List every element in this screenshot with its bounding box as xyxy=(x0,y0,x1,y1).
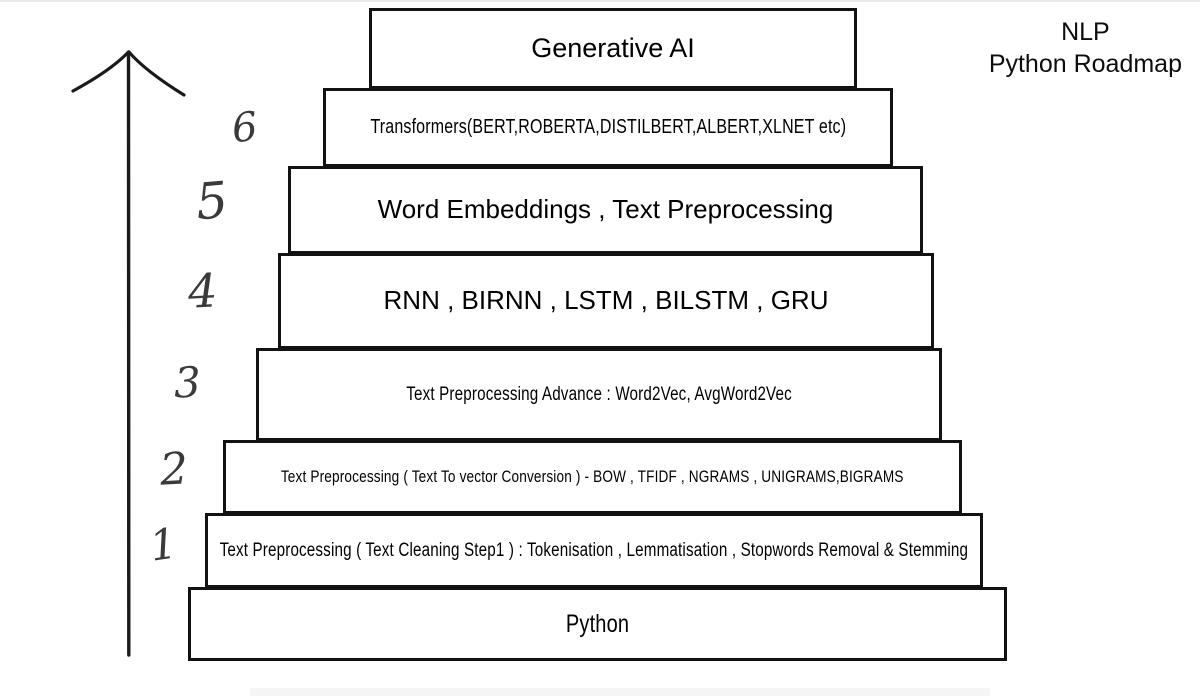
level-number-2: 2 xyxy=(158,443,190,496)
pyramid-layer-label: Python xyxy=(565,609,630,638)
pyramid-layer-text-cleaning: Text Preprocessing ( Text Cleaning Step1… xyxy=(205,513,983,588)
pyramid-layer-label: Text Preprocessing ( Text Cleaning Step1… xyxy=(219,539,969,561)
level-number-3: 3 xyxy=(173,357,202,408)
level-number-1: 1 xyxy=(146,518,180,571)
bottom-shadow-band xyxy=(250,688,990,696)
page-title-line-1: NLP xyxy=(1061,18,1110,46)
pyramid-layer-label: Generative AI xyxy=(531,33,695,64)
pyramid-layer-label: RNN , BIRNN , LSTM , BILSTM , GRU xyxy=(383,285,829,316)
pyramid-layer-rnn: RNN , BIRNN , LSTM , BILSTM , GRU xyxy=(278,253,934,349)
pyramid-layer-label: Word Embeddings , Text Preprocessing xyxy=(377,194,834,225)
pyramid-layer-text-preprocessing-advance: Text Preprocessing Advance : Word2Vec, A… xyxy=(256,348,942,441)
pyramid-layer-generative-ai: Generative AI xyxy=(369,8,857,89)
pyramid-layer-transformers: Transformers(BERT,ROBERTA,DISTILBERT,ALB… xyxy=(323,88,893,167)
pyramid-layer-label: Transformers(BERT,ROBERTA,DISTILBERT,ALB… xyxy=(370,116,846,138)
level-number-6: 6 xyxy=(229,103,260,153)
top-divider-line xyxy=(0,0,1200,2)
pyramid-layer-text-to-vector: Text Preprocessing ( Text To vector Conv… xyxy=(223,440,962,514)
pyramid-layer-label: Text Preprocessing Advance : Word2Vec, A… xyxy=(406,383,792,405)
page-title-line-2: Python Roadmap xyxy=(988,50,1182,78)
upward-arrow-icon xyxy=(71,50,186,657)
pyramid-layer-label: Text Preprocessing ( Text To vector Conv… xyxy=(281,467,904,487)
level-number-4: 4 xyxy=(186,263,219,319)
page-title: NLP Python Roadmap xyxy=(989,16,1182,80)
pyramid-layer-python: Python xyxy=(188,587,1007,661)
level-number-5: 5 xyxy=(193,170,231,232)
pyramid-layer-word-embeddings: Word Embeddings , Text Preprocessing xyxy=(288,166,923,254)
